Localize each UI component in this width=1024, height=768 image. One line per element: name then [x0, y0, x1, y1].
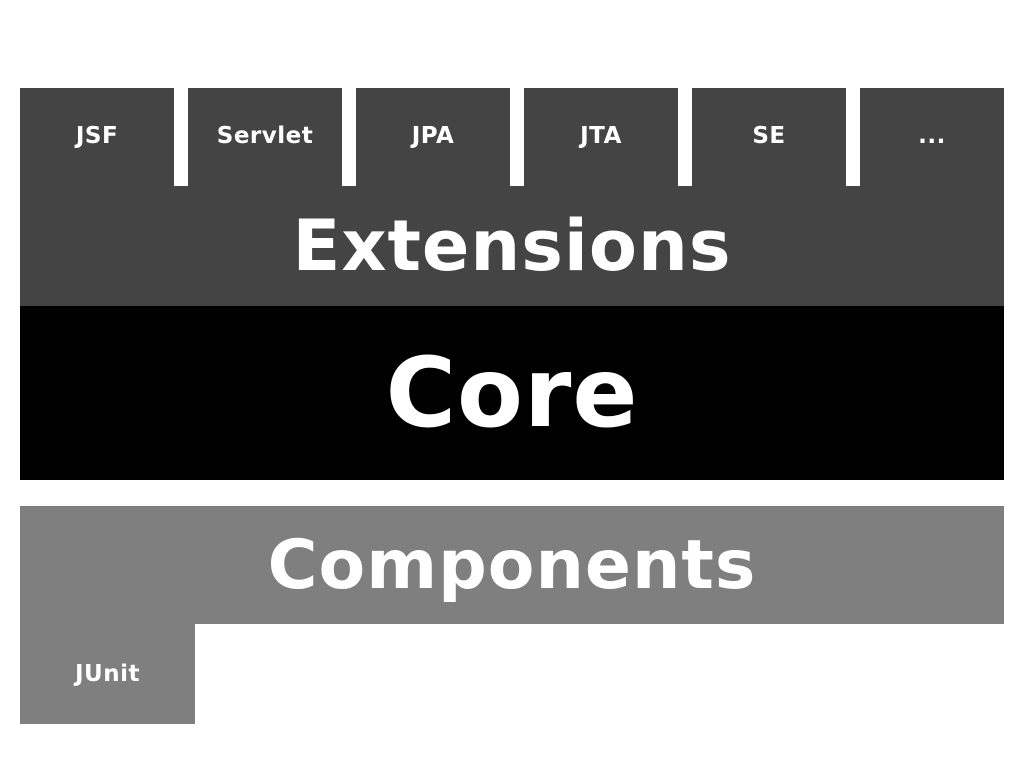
extension-jsf-label: JSF — [75, 123, 119, 149]
extension-more-label: ... — [918, 123, 946, 149]
extension-jpa: JPA — [356, 88, 510, 186]
extension-se: SE — [692, 88, 846, 186]
components-title: Components — [267, 525, 757, 605]
core-title: Core — [385, 337, 639, 449]
core-layer: Core — [20, 306, 1004, 480]
extension-more: ... — [860, 88, 1004, 186]
extensions-layer: Extensions — [20, 186, 1004, 306]
extension-jpa-label: JPA — [411, 123, 455, 149]
extension-jsf: JSF — [20, 88, 174, 186]
extension-servlet: Servlet — [188, 88, 342, 186]
component-junit: JUnit — [20, 624, 195, 724]
extension-se-label: SE — [752, 123, 786, 149]
extensions-title: Extensions — [292, 205, 732, 287]
extension-jta: JTA — [524, 88, 678, 186]
extension-servlet-label: Servlet — [216, 123, 314, 149]
components-layer: Components — [20, 506, 1004, 624]
component-junit-label: JUnit — [75, 661, 140, 687]
extension-jta-label: JTA — [580, 123, 622, 149]
